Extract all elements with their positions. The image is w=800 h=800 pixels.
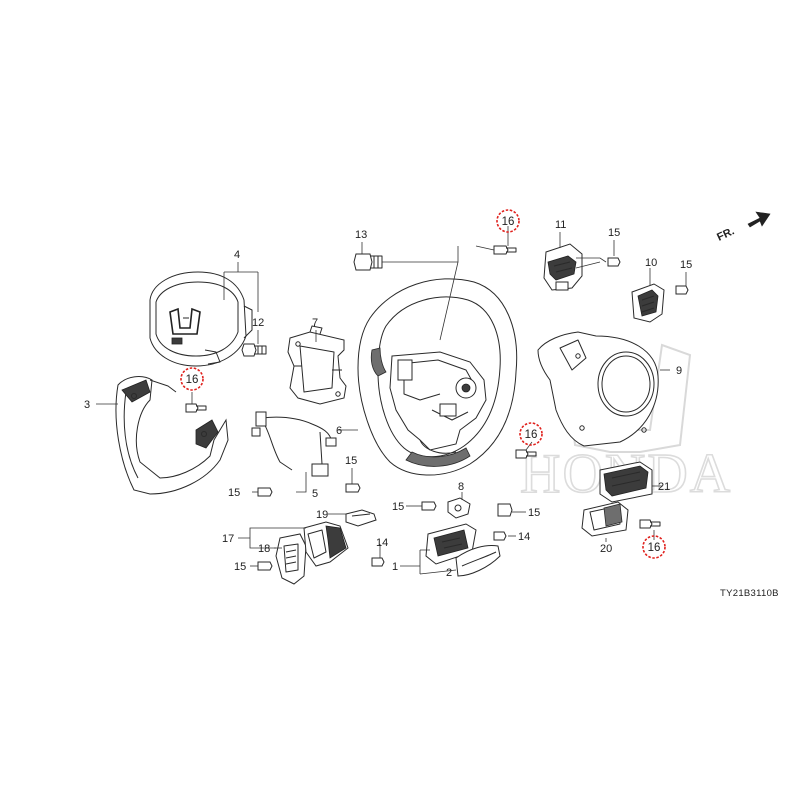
- highlight-circle-16-mid: [519, 422, 543, 446]
- callout-16-mid: 16: [525, 429, 538, 441]
- callout-2: 2: [446, 567, 452, 579]
- callout-15-left: 15: [228, 487, 240, 499]
- callout-16-left: 16: [186, 374, 199, 386]
- part-lever-19: [345, 509, 377, 527]
- fastener-screw-16-upper: [493, 245, 517, 255]
- part-lower-garnish: [115, 376, 229, 495]
- callout-19: 19: [316, 509, 328, 521]
- highlight-markers: [180, 209, 666, 559]
- part-module-21: [599, 461, 653, 503]
- honda-emblem-icon: [169, 307, 201, 335]
- callout-14-right: 14: [518, 531, 530, 543]
- part-switch-20: [581, 501, 629, 537]
- callout-13: 13: [355, 229, 367, 241]
- callout-5: 5: [312, 488, 318, 500]
- fastener-screw-16-mid: [515, 449, 537, 459]
- callout-20: 20: [600, 543, 612, 555]
- callout-15-right: 15: [680, 259, 692, 271]
- callout-11: 11: [555, 219, 566, 231]
- callout-15-upper: 15: [608, 227, 620, 239]
- part-airbag-module: [149, 271, 253, 367]
- callout-12: 12: [252, 317, 264, 329]
- callout-15-mid-right: 15: [528, 507, 540, 519]
- fastener-screw-16-right: [639, 519, 661, 529]
- callout-6: 6: [336, 425, 342, 437]
- callout-15-center: 15: [345, 455, 357, 467]
- fastener-screws-15: [257, 257, 689, 571]
- callout-16-right: 16: [648, 542, 661, 554]
- fastener-bolt-13: [353, 253, 383, 271]
- callout-21: 21: [658, 481, 670, 493]
- part-switch-18: [275, 533, 307, 585]
- front-label: FR.: [715, 225, 736, 243]
- callout-4: 4: [234, 249, 240, 261]
- callout-3: 3: [84, 399, 90, 411]
- part-steering-wheel: [357, 278, 518, 476]
- part-cover-2: [455, 545, 501, 577]
- callout-9: 9: [676, 365, 682, 377]
- fastener-screw-16-left: [185, 403, 207, 413]
- callout-17: 17: [222, 533, 234, 545]
- callout-14-left: 14: [376, 537, 388, 549]
- callout-16-upper: 16: [502, 216, 515, 228]
- callout-1: 1: [392, 561, 398, 573]
- callout-7: 7: [312, 317, 318, 329]
- callout-8: 8: [458, 481, 464, 493]
- diagram-code: TY21B3110B: [720, 588, 779, 599]
- callout-15-lower: 15: [234, 561, 246, 573]
- highlight-circle-16-upper: [496, 209, 520, 233]
- fastener-bolt-12: [241, 343, 267, 357]
- highlight-circle-16-left: [180, 367, 204, 391]
- part-rear-cover: [537, 331, 659, 447]
- front-direction-indicator: FR.: [715, 211, 771, 244]
- callout-10: 10: [645, 257, 657, 269]
- part-switch-11: [543, 243, 583, 291]
- callout-labels: 4 12 3 7 6 5 13 11 15 10 15 9 21 20 15 1…: [84, 216, 692, 579]
- part-panel-17: [303, 521, 349, 567]
- highlight-circle-16-right: [642, 535, 666, 559]
- front-arrow-icon: [747, 211, 771, 228]
- part-wire-harness: [251, 411, 337, 477]
- part-clip-8: [447, 497, 471, 519]
- part-switch-10: [631, 283, 665, 323]
- part-mounting-bracket: [287, 325, 347, 405]
- fastener-screws-14: [371, 531, 507, 567]
- callout-18: 18: [258, 543, 270, 555]
- leader-lines: [96, 226, 687, 575]
- callout-15-mid: 15: [392, 501, 404, 513]
- srs-badge: [171, 337, 183, 345]
